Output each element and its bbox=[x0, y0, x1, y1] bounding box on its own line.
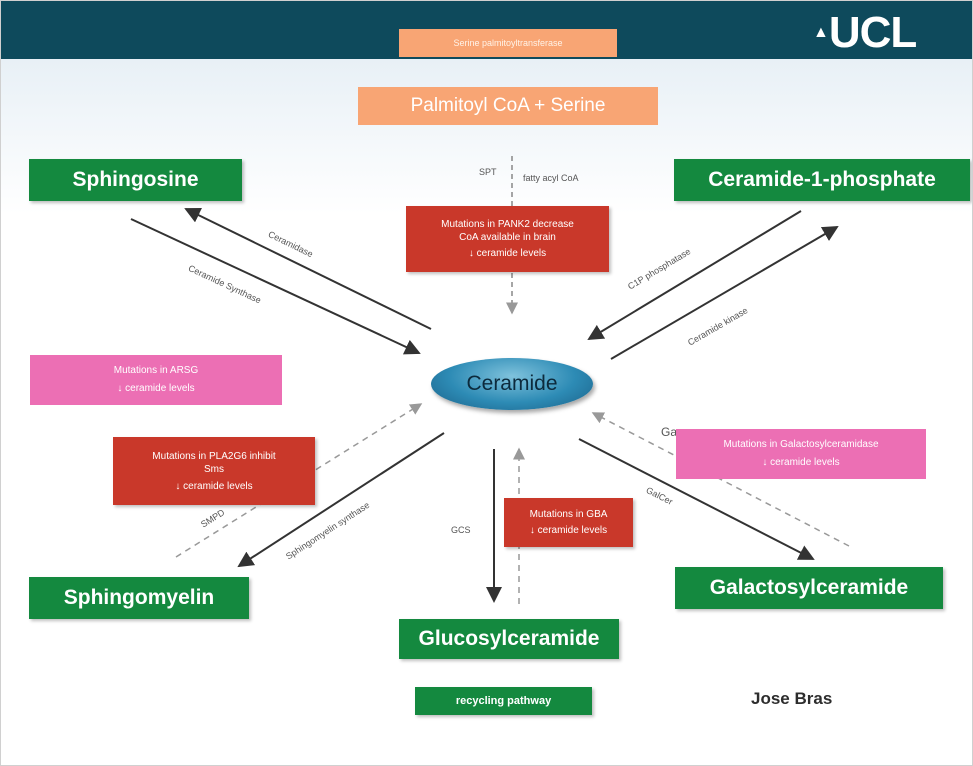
ceramide-1-phosphate-node: Ceramide-1-phosphate bbox=[674, 159, 970, 201]
sphingosine-text: Sphingosine bbox=[72, 168, 199, 191]
gba-mutation-box: Mutations in GBA ↓ ceramide levels bbox=[504, 498, 633, 547]
ceramidase-arrow bbox=[184, 207, 432, 330]
logo-text: UCL bbox=[828, 8, 917, 57]
arsg-line1: Mutations in ARSG bbox=[113, 365, 199, 376]
pla2g6-line2: Sms bbox=[204, 463, 224, 475]
galc-line2: ↓ ceramide levels bbox=[762, 457, 840, 468]
pla2g6-line1: Mutations in PLA2G6 inhibit bbox=[152, 450, 276, 462]
pank2-line1: Mutations in PANK2 decrease bbox=[441, 219, 574, 230]
galc-mutation-box: Mutations in Galactosylceramidase ↓ cera… bbox=[676, 429, 926, 479]
precursors-text: Palmitoyl CoA + Serine bbox=[410, 95, 606, 116]
pank2-mutation-box: Mutations in PANK2 decrease CoA availabl… bbox=[406, 206, 609, 272]
galactosylceramide-node: Galactosylceramide bbox=[675, 567, 943, 609]
galactosylceramide-text: Galactosylceramide bbox=[709, 576, 909, 599]
galc-short-label: Ga bbox=[661, 425, 678, 439]
pank2-line2: CoA available in brain bbox=[459, 232, 556, 243]
precursors-box: Palmitoyl CoA + Serine bbox=[358, 87, 658, 125]
author-name: Jose Bras bbox=[751, 689, 833, 708]
sphingomyelin-synthase-arrow bbox=[237, 432, 445, 568]
fatty-acyl-coa-label: fatty acyl CoA bbox=[523, 173, 579, 183]
ceramide-1-phosphate-text: Ceramide-1-phosphate bbox=[708, 168, 936, 191]
glucosylceramide-text: Glucosylceramide bbox=[418, 627, 600, 650]
galcer-arrow bbox=[578, 438, 815, 560]
arsg-line2: ↓ ceramide levels bbox=[117, 383, 195, 394]
ceramide-node: Ceramide bbox=[431, 358, 593, 410]
spt-label: SPT bbox=[479, 167, 497, 177]
galc-arrow bbox=[591, 412, 850, 547]
recycling-pathway-node: recycling pathway bbox=[415, 687, 592, 715]
ceramide-synthase-arrow bbox=[130, 218, 421, 355]
gcs-label: GCS bbox=[451, 525, 471, 535]
sphingomyelin-node: Sphingomyelin bbox=[29, 577, 249, 619]
gba-line1: Mutations in GBA bbox=[529, 509, 608, 520]
sphingosine-node: Sphingosine bbox=[29, 159, 242, 201]
ceramide-text: Ceramide bbox=[466, 372, 558, 395]
spt-enzyme-box: Serine palmitoyltransferase bbox=[399, 29, 617, 57]
ceramide-kinase-arrow bbox=[610, 225, 839, 360]
c1p-phosphatase-arrow bbox=[587, 210, 802, 341]
arsg-mutation-box: Mutations in ARSG ↓ ceramide levels bbox=[30, 355, 282, 405]
sphingomyelin-text: Sphingomyelin bbox=[63, 586, 215, 609]
glucosylceramide-node: Glucosylceramide bbox=[399, 619, 619, 659]
pla2g6-mutation-box: Mutations in PLA2G6 inhibit Sms ↓ cerami… bbox=[113, 437, 315, 505]
gba-line2: ↓ ceramide levels bbox=[529, 525, 608, 536]
logo-triangle-icon: ▲ bbox=[813, 24, 829, 41]
pank2-line3: ↓ ceramide levels bbox=[468, 248, 547, 259]
spt-enzyme-text: Serine palmitoyltransferase bbox=[453, 38, 563, 48]
pla2g6-line3: ↓ ceramide levels bbox=[175, 480, 253, 492]
recycling-pathway-text: recycling pathway bbox=[455, 695, 552, 707]
galc-line1: Mutations in Galactosylceramidase bbox=[723, 439, 879, 450]
ucl-logo: ▲UCL bbox=[813, 8, 917, 57]
